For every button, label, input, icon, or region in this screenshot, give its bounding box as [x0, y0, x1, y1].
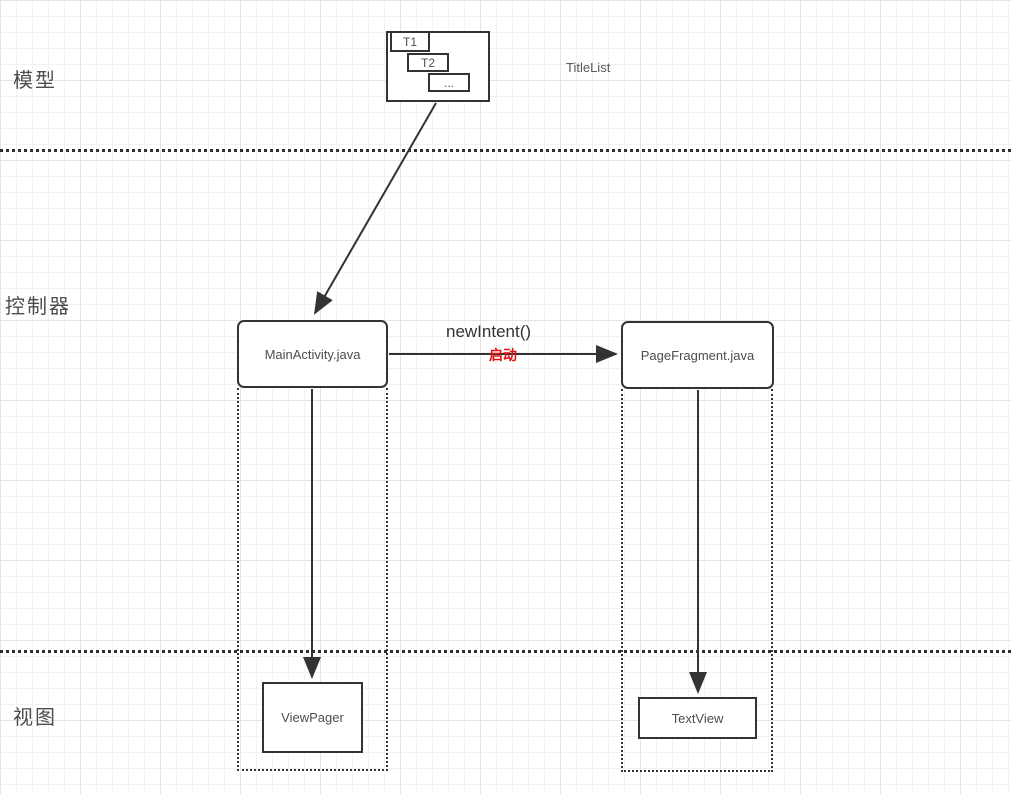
model-item-t2[interactable]: T2	[407, 53, 449, 72]
arrow-titlelist-to-mainactivity	[314, 102, 437, 315]
divider-controller-view	[0, 650, 1011, 653]
section-label-controller: 控制器	[5, 296, 71, 318]
edge-label-launch: 启动	[489, 347, 517, 363]
dotted-lane-pagefragment	[621, 389, 773, 772]
node-mainactivity[interactable]: MainActivity.java	[237, 320, 388, 388]
section-label-view: 视图	[13, 707, 57, 729]
model-item-t1[interactable]: T1	[390, 31, 430, 52]
divider-model-controller	[0, 149, 1011, 152]
model-item-more[interactable]: ...	[428, 73, 470, 92]
node-pagefragment[interactable]: PageFragment.java	[621, 321, 774, 389]
titlelist-label: TitleList	[566, 60, 611, 75]
section-label-model: 模型	[13, 70, 57, 92]
edge-label-newintent: newIntent()	[446, 322, 532, 341]
node-textview[interactable]: TextView	[638, 697, 757, 739]
node-viewpager[interactable]: ViewPager	[262, 682, 363, 753]
dotted-lane-mainactivity	[237, 388, 388, 771]
